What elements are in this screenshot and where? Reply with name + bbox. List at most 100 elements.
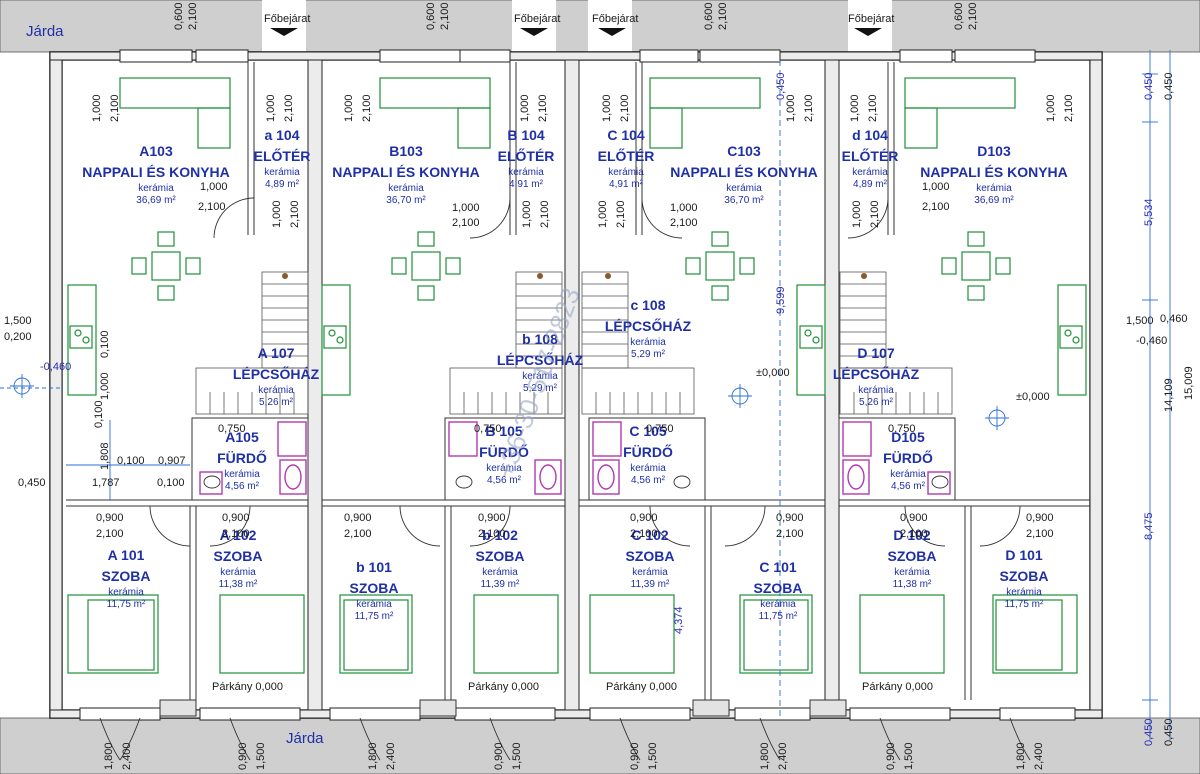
- dim-top-5: 0,600: [703, 2, 715, 30]
- dim-a-w1: 1,000: [91, 94, 103, 122]
- dim-bath-d1: 0,750: [888, 423, 916, 435]
- room-name: C 101: [759, 559, 797, 575]
- room-floor: kerámia: [976, 183, 1012, 194]
- dim-bot-a1: 0,900: [96, 512, 124, 524]
- dim-bot-door-2: 2,400: [121, 742, 133, 770]
- room-name: A 107: [258, 345, 295, 361]
- room-type: FÜRDŐ: [479, 443, 529, 460]
- room-area: 4,89 m²: [265, 179, 300, 190]
- room-area: 11,39 m²: [481, 579, 520, 590]
- dim-bot-d3: 0,900: [1026, 512, 1054, 524]
- entrance-gap-4: [848, 0, 892, 52]
- sill-b: Párkány 0,000: [468, 681, 539, 693]
- room-type: NAPPALI ÉS KONYHA: [82, 164, 230, 180]
- dim-bot-c2: 2,100: [630, 528, 658, 540]
- room-name: A 102: [220, 527, 257, 543]
- room-floor: kerámia: [608, 167, 644, 178]
- room-area: 11,39 m²: [631, 579, 670, 590]
- toilets: [203, 475, 949, 489]
- dim-bot-door-15: 1,800: [1015, 742, 1027, 770]
- room-floor: kerámia: [522, 371, 558, 382]
- stair-b-steps: [449, 271, 563, 415]
- dim-left-8: 0,100: [99, 330, 111, 358]
- bath-fixtures: [199, 421, 951, 495]
- dim-left-7: 1,000: [99, 372, 111, 400]
- dim-bot-a4: 2,100: [222, 528, 250, 540]
- level-neg-right: -0,460: [1136, 335, 1167, 347]
- dining-table-d: [941, 231, 1011, 301]
- sidewalk-bottom-strip: [0, 717, 1200, 774]
- room-name: C 102: [631, 527, 669, 543]
- dim-right-2: 0,450: [1163, 72, 1175, 100]
- outer-walls: [49, 49, 1103, 721]
- level-zero-d: ±0,000: [1016, 391, 1050, 403]
- room-area: 11,75 m²: [355, 611, 394, 622]
- room-name: c 108: [630, 297, 665, 313]
- kitchen-counters: [67, 284, 1087, 396]
- room-name: a 104: [264, 127, 299, 143]
- dim-bath-c1: 0,750: [646, 423, 674, 435]
- dim-bot-c1: 0,900: [630, 512, 658, 524]
- dim-b-hall2: 2,100: [539, 200, 551, 228]
- room-name: A 101: [108, 547, 145, 563]
- dim-bot-door-3: 0,900: [237, 742, 249, 770]
- room-area: 5,29 m²: [523, 383, 558, 394]
- dim-left-1: 0,100: [117, 455, 145, 467]
- dim-top-6: 2,100: [717, 2, 729, 30]
- room-type: NAPPALI ÉS KONYHA: [670, 164, 818, 180]
- room-type: ELŐTÉR: [598, 147, 655, 164]
- dim-center-1: 9,599: [775, 286, 787, 314]
- dim-left-10: 1,500: [4, 315, 32, 327]
- dim-bot-door-10: 1,500: [647, 742, 659, 770]
- dim-b-hall1: 1,000: [521, 200, 533, 228]
- room-name: C 104: [607, 127, 645, 143]
- dim-a-door1: 1,000: [200, 181, 228, 193]
- dim-center-3: 0,450: [775, 72, 787, 100]
- beds: [67, 594, 1078, 674]
- room-floor: kerámia: [760, 599, 796, 610]
- dim-a-hall2: 2,100: [289, 200, 301, 228]
- room-name: C 105: [629, 423, 667, 439]
- dim-bot-door-4: 1,500: [255, 742, 267, 770]
- dim-c-w2: 2,100: [619, 94, 631, 122]
- dim-top-4: 2,100: [439, 2, 451, 30]
- dim-bot-door-6: 2,400: [385, 742, 397, 770]
- room-floor: kerámia: [890, 469, 926, 480]
- room-type: LÉPCSŐHÁZ: [833, 365, 920, 382]
- room-type: SZOBA: [1000, 568, 1049, 584]
- entrance-gap-2: [512, 0, 556, 52]
- dim-right-8: 0,450: [1163, 718, 1175, 746]
- dim-top-7: 0,600: [953, 2, 965, 30]
- sidewalk-bottom-label: Járda: [286, 730, 324, 747]
- room-name: d 104: [852, 127, 888, 143]
- room-floor: kerámia: [486, 463, 522, 474]
- room-area: 4,89 m²: [853, 179, 888, 190]
- room-name: b 108: [522, 331, 558, 347]
- dim-d-e1: 1,000: [1045, 94, 1057, 122]
- room-floor: kerámia: [258, 385, 294, 396]
- dim-bot-b4: 2,100: [478, 528, 506, 540]
- main-entrance-4: Főbejárat: [848, 13, 894, 36]
- room-area: 11,75 m²: [1005, 599, 1044, 610]
- room-floor: kerámia: [264, 167, 300, 178]
- dim-bot-door-14: 1,500: [903, 742, 915, 770]
- room-type: FÜRDŐ: [623, 443, 673, 460]
- room-floor: kerámia: [220, 567, 256, 578]
- room-name: B 104: [507, 127, 545, 143]
- room-type: FÜRDŐ: [883, 449, 933, 466]
- stair-a-steps: [195, 271, 309, 415]
- room-name: D 101: [1005, 547, 1043, 563]
- dim-left-2: 0,907: [158, 455, 186, 467]
- dim-bot-door-12: 2,400: [777, 742, 789, 770]
- dim-bot-a3: 0,900: [222, 512, 250, 524]
- room-area: 11,75 m²: [759, 611, 798, 622]
- dim-left-3: 1,787: [92, 477, 120, 489]
- room-floor: kerámia: [632, 567, 668, 578]
- level-zero-c: ±0,000: [756, 367, 790, 379]
